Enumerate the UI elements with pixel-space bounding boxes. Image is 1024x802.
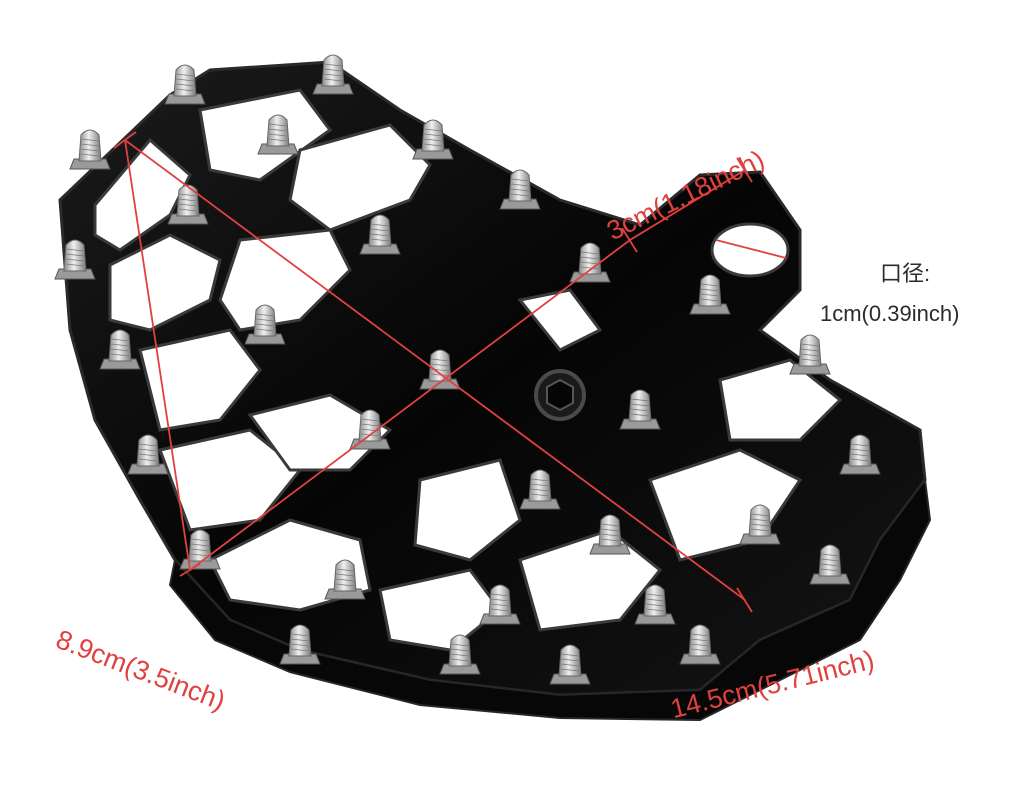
dimension-line-length bbox=[124, 139, 746, 601]
footpeg-cutouts bbox=[93, 88, 843, 652]
spike-icon bbox=[324, 559, 366, 600]
spike-icon bbox=[244, 304, 286, 345]
spike-icon bbox=[479, 584, 521, 625]
spike-icon bbox=[809, 544, 851, 585]
spike-icon bbox=[167, 184, 209, 225]
spike-icon bbox=[257, 114, 299, 155]
spike-icon bbox=[739, 504, 781, 545]
hole-diameter-title: 口径: bbox=[880, 261, 931, 286]
spike-icon bbox=[549, 644, 591, 685]
spike-icon bbox=[412, 119, 454, 160]
dimension-line-mount bbox=[629, 169, 746, 241]
spike-icon bbox=[499, 169, 541, 210]
spike-icon bbox=[69, 129, 111, 170]
spike-icon bbox=[679, 624, 721, 665]
mount-hole bbox=[710, 222, 790, 278]
dimension-line-diagonal bbox=[189, 239, 631, 571]
spike-icon bbox=[439, 634, 481, 675]
spike-icon bbox=[127, 434, 169, 475]
spike-icon bbox=[619, 389, 661, 430]
spike-icon bbox=[589, 514, 631, 555]
dimension-line-hole bbox=[715, 239, 787, 259]
spike-icon bbox=[349, 409, 391, 450]
spike-icon bbox=[839, 434, 881, 475]
spike-icon bbox=[689, 274, 731, 315]
spike-icon bbox=[164, 64, 206, 105]
spike-icon bbox=[359, 214, 401, 255]
spike-icon bbox=[789, 334, 831, 375]
hole-diameter-value: 1cm(0.39inch) bbox=[820, 301, 960, 326]
dimension-lines bbox=[113, 131, 787, 613]
spike-icon bbox=[279, 624, 321, 665]
spike-icon bbox=[634, 584, 676, 625]
spike-icon bbox=[54, 239, 96, 280]
footpeg-side bbox=[168, 477, 932, 722]
traction-spikes bbox=[54, 54, 881, 685]
spike-icon bbox=[312, 54, 354, 95]
spike-icon bbox=[519, 469, 561, 510]
dimension-line-width bbox=[124, 139, 191, 571]
spike-icon bbox=[99, 329, 141, 370]
